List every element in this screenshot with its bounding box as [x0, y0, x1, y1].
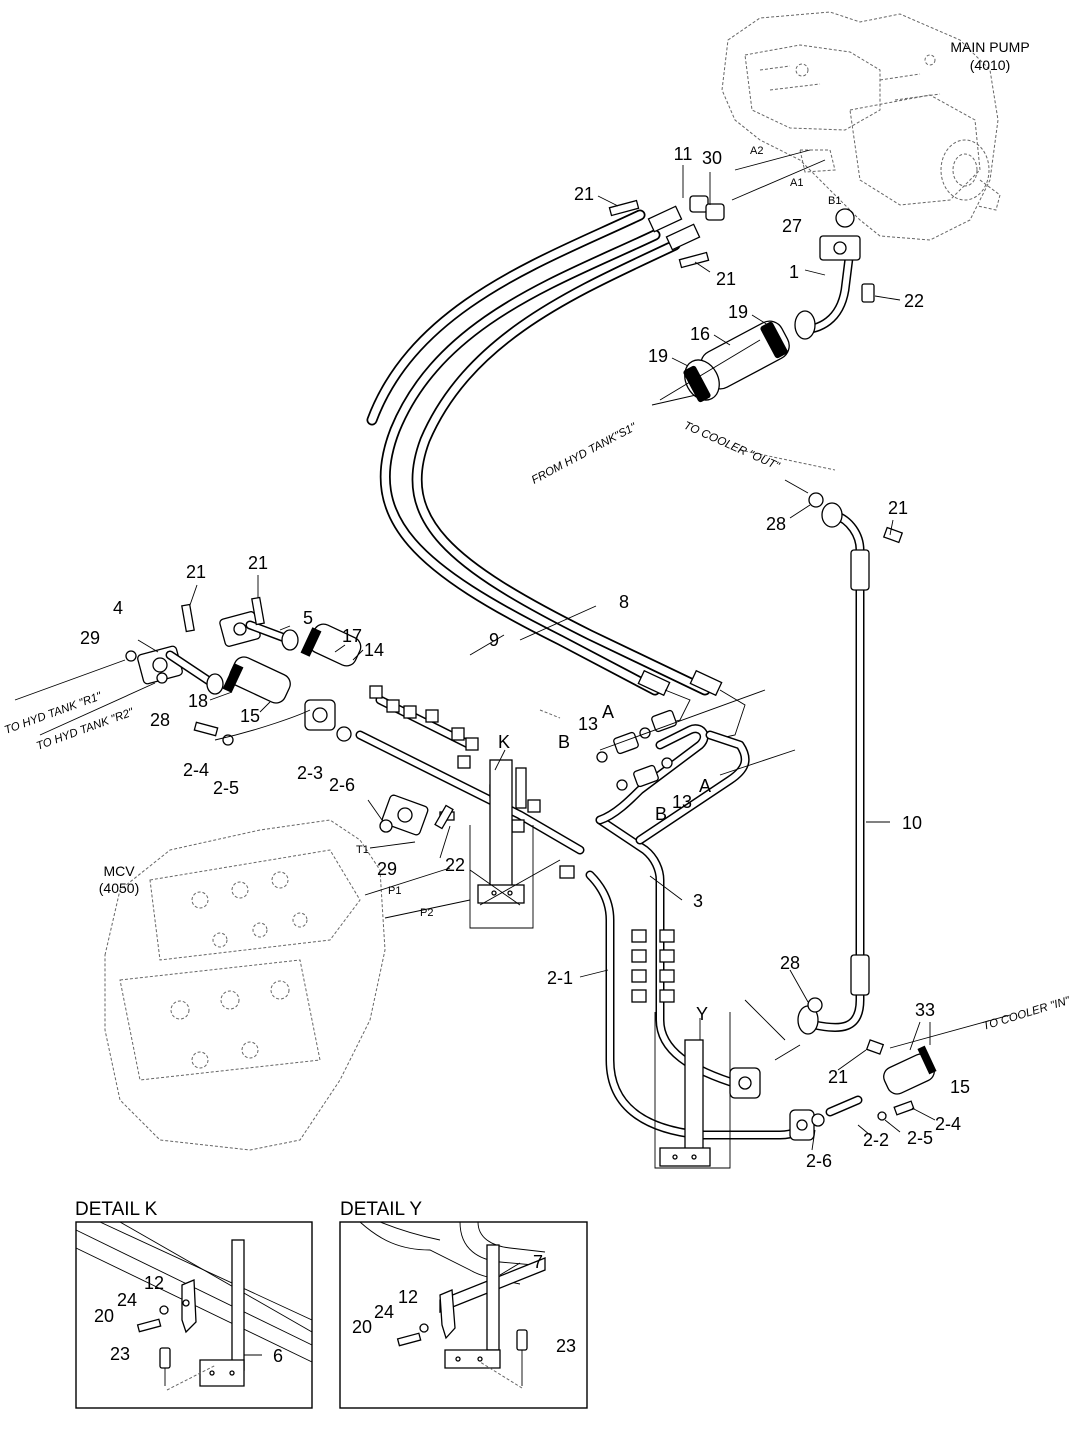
suction-line: [683, 208, 875, 403]
detail-y: DETAIL Y: [339, 1199, 588, 1409]
mcv-fittings: [355, 685, 585, 904]
callout-2-5-a: 2-5: [213, 778, 239, 798]
callout-2-6-a: 2-6: [329, 775, 355, 795]
detail-y-callout-20: 20: [352, 1317, 372, 1337]
detail-k-callout-23: 23: [110, 1344, 130, 1364]
callout-k: K: [498, 732, 510, 752]
main-pump-drawing: [721, 11, 1001, 241]
detail-k-frame: [75, 1221, 313, 1409]
detail-k-callout-24: 24: [117, 1290, 137, 1310]
callout-22-a: 22: [904, 291, 924, 311]
callout-2-6-b: 2-6: [806, 1151, 832, 1171]
callout-13-a: 13: [578, 714, 598, 734]
callout-1: 1: [789, 262, 799, 282]
callout-5: 5: [303, 608, 313, 628]
callout-33: 33: [915, 1000, 935, 1020]
callout-4: 4: [113, 598, 123, 618]
port-p2: P2: [420, 907, 433, 919]
callout-b-a: B: [558, 732, 570, 752]
cooler-line: [797, 492, 904, 1055]
callout-18: 18: [188, 691, 208, 711]
callout-10: 10: [902, 813, 922, 833]
callout-29-a: 29: [80, 628, 100, 648]
callout-28-b: 28: [150, 710, 170, 730]
mcv-code: (4050): [99, 880, 139, 896]
port-t1: T1: [356, 844, 369, 856]
callout-2-5-b: 2-5: [907, 1128, 933, 1148]
mcv-drawing: [104, 819, 471, 1151]
main-hoses: [366, 195, 746, 741]
callout-y: Y: [696, 1004, 708, 1024]
port-a2: A2: [750, 145, 763, 157]
callout-14: 14: [364, 640, 384, 660]
callout-9: 9: [489, 630, 499, 650]
callout-15-b: 15: [950, 1077, 970, 1097]
callout-3: 3: [693, 891, 703, 911]
pressure-tubes: [585, 709, 937, 1167]
callout-28-a: 28: [766, 514, 786, 534]
detail-k-title: DETAIL K: [75, 1199, 158, 1220]
callout-30: 30: [702, 148, 722, 168]
callout-21-c: 21: [888, 498, 908, 518]
callout-21-a: 21: [574, 184, 594, 204]
detail-y-callout-23: 23: [556, 1336, 576, 1356]
mcv-name: MCV: [103, 863, 135, 879]
bolts: [181, 199, 710, 830]
callouts: 11 30 21 21 27 1 22 19 16 19 28 21 21 21…: [80, 144, 970, 1171]
callout-22-b: 22: [445, 855, 465, 875]
callout-8: 8: [619, 592, 629, 612]
detail-k-callout-20: 20: [94, 1306, 114, 1326]
detail-y-callout-7: 7: [533, 1252, 543, 1272]
callout-21-f: 21: [828, 1067, 848, 1087]
detail-k-callout-12: 12: [144, 1273, 164, 1293]
callout-17: 17: [342, 626, 362, 646]
note-to-cooler-in: TO COOLER "IN": [981, 995, 1072, 1033]
callout-28-c: 28: [780, 953, 800, 973]
detail-y-callout-24: 24: [374, 1302, 394, 1322]
callout-19-b: 19: [648, 346, 668, 366]
main-pump-name: MAIN PUMP: [950, 39, 1029, 55]
detail-y-title: DETAIL Y: [340, 1199, 422, 1220]
callout-2-2: 2-2: [863, 1130, 889, 1150]
callout-b-b: B: [655, 804, 667, 824]
callout-19-a: 19: [728, 302, 748, 322]
callout-2-4-b: 2-4: [935, 1114, 961, 1134]
port-b1: B1: [828, 195, 841, 207]
leader-lines: [14, 165, 1011, 1169]
callout-21-e: 21: [248, 553, 268, 573]
port-a1: A1: [790, 177, 803, 189]
return-lines: [125, 611, 362, 746]
detail-k-callout-6: 6: [273, 1346, 283, 1366]
callout-13-b: 13: [672, 792, 692, 812]
port-p1: P1: [388, 885, 401, 897]
note-from-hyd-tank-s1: FROM HYD TANK"S1": [530, 421, 639, 487]
callout-15-a: 15: [240, 706, 260, 726]
note-to-cooler-out: TO COOLER "OUT": [682, 420, 782, 473]
detail-y-frame: [339, 1221, 588, 1409]
callout-27: 27: [782, 216, 802, 236]
callout-a-b: A: [699, 776, 711, 796]
callout-21-b: 21: [716, 269, 736, 289]
callout-16: 16: [690, 324, 710, 344]
callout-21-d: 21: [186, 562, 206, 582]
callout-29-b: 29: [377, 859, 397, 879]
callout-2-4-a: 2-4: [183, 760, 209, 780]
callout-2-3: 2-3: [297, 763, 323, 783]
detail-k: DETAIL K: [75, 1199, 313, 1409]
callout-a-a: A: [602, 702, 614, 722]
main-pump-code: (4010): [970, 57, 1010, 73]
callout-11: 11: [674, 144, 693, 164]
detail-y-callout-12: 12: [398, 1287, 418, 1307]
callout-2-1: 2-1: [547, 968, 573, 988]
